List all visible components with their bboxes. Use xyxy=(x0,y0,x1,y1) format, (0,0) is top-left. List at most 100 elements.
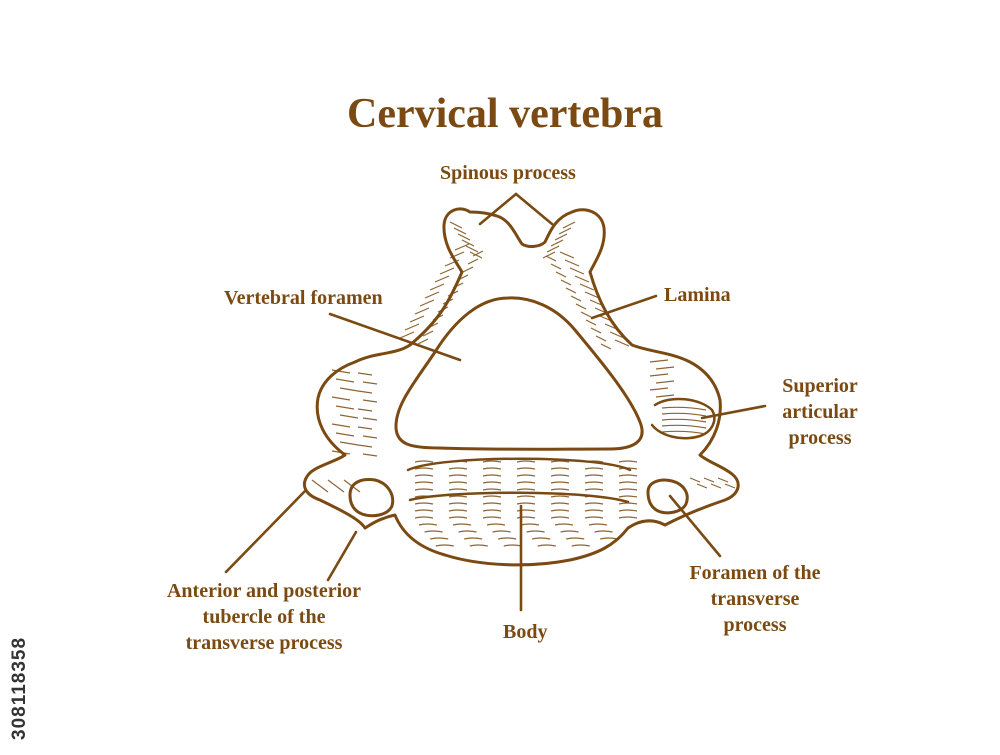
hatch-stroke xyxy=(472,250,484,257)
hatch-stroke xyxy=(414,509,434,512)
hatch-stroke xyxy=(357,372,373,376)
hatch-stroke xyxy=(414,307,430,315)
hatch-stroke xyxy=(584,467,604,470)
hatch-stroke xyxy=(550,263,562,270)
hatch-stroke xyxy=(516,460,536,463)
label-superior-line-2: articular xyxy=(782,401,858,423)
hatch-stroke xyxy=(439,267,455,275)
hatch-stroke xyxy=(482,509,502,512)
hatch-stroke xyxy=(335,405,355,410)
label-tubercle-line-1: Anterior and posterior xyxy=(166,580,362,602)
label-foramen-transverse-process: Foramen of the transverse process xyxy=(670,560,840,638)
hatch-stroke xyxy=(492,530,511,533)
hatch-stroke xyxy=(584,495,604,498)
hatch-stroke xyxy=(584,509,604,512)
leader-foramen-transverse xyxy=(668,494,722,558)
hatch-stroke xyxy=(550,460,570,463)
hatch-stroke xyxy=(404,323,420,331)
hatch-stroke xyxy=(448,488,468,491)
hatch-stroke xyxy=(609,331,625,339)
hatch-stroke xyxy=(482,474,502,477)
leader-spinous-left xyxy=(478,192,518,226)
hatch-stroke xyxy=(554,233,568,241)
hatch-stroke xyxy=(362,381,378,385)
hatch-stroke xyxy=(571,544,590,547)
hatch-stroke xyxy=(448,467,468,470)
hatch-stroke xyxy=(452,523,472,526)
hatch-stroke xyxy=(550,502,570,505)
hatch-stroke xyxy=(585,319,597,326)
label-vertebral-foramen: Vertebral foramen xyxy=(224,287,383,309)
hatch-stroke xyxy=(399,331,415,339)
leader-spinous-right xyxy=(514,192,554,226)
label-foramen-line-1: Foramen of the xyxy=(689,562,821,584)
hatch-stroke xyxy=(516,516,536,519)
hatch-stroke xyxy=(558,227,572,235)
hatch-stroke xyxy=(482,516,502,519)
hatch-stroke xyxy=(442,298,454,305)
hatch-stroke xyxy=(565,287,577,294)
hatch-stroke xyxy=(520,523,540,526)
hatch-stroke xyxy=(448,495,468,498)
leader-vertebral-foramen xyxy=(328,312,462,362)
hatch-stroke xyxy=(649,373,669,377)
hatch-stroke xyxy=(457,274,469,281)
hatch-stroke xyxy=(311,479,321,487)
hatch-stroke xyxy=(327,479,337,487)
hatch-stroke xyxy=(362,435,378,439)
hatch-stroke xyxy=(661,418,707,423)
label-anterior-posterior-tubercle: Anterior and posterior tubercle of the t… xyxy=(144,578,384,656)
hatch-stroke xyxy=(724,483,736,489)
hatch-stroke xyxy=(339,441,359,446)
hatch-stroke xyxy=(482,460,502,463)
hatch-stroke xyxy=(555,271,567,278)
hatch-stroke xyxy=(569,267,585,275)
label-body: Body xyxy=(503,621,548,643)
hatch-stroke xyxy=(482,467,502,470)
hatch-stroke xyxy=(516,474,536,477)
hatch-stroke xyxy=(465,245,479,253)
hatch-stroke xyxy=(550,481,570,484)
hatch-stroke xyxy=(434,275,450,283)
hatch-stroke xyxy=(550,488,570,491)
hatch-stroke xyxy=(462,266,474,273)
hatch-stroke xyxy=(562,221,576,229)
hatch-stroke xyxy=(357,426,373,430)
hatch-stroke xyxy=(357,444,373,448)
hatch-stroke xyxy=(566,537,585,540)
hatch-stroke xyxy=(655,394,675,398)
hatch-stroke xyxy=(362,453,378,457)
hatch-stroke xyxy=(448,474,468,477)
hatch-stroke xyxy=(550,516,570,519)
hatch-stroke xyxy=(357,390,373,394)
hatch-stroke xyxy=(331,423,351,428)
hatch-stroke xyxy=(550,509,570,512)
left-transverse-foramen xyxy=(348,478,395,518)
hatch-stroke xyxy=(516,502,536,505)
hatch-stroke xyxy=(516,495,536,498)
label-tubercle-line-3: transverse process xyxy=(185,632,343,654)
hatch-stroke xyxy=(414,467,434,470)
hatch-stroke xyxy=(448,516,468,519)
hatch-stroke xyxy=(559,251,575,259)
hatch-stroke xyxy=(542,251,556,259)
label-superior-line-1: Superior xyxy=(782,375,858,397)
label-superior-articular-process: Superior articular process xyxy=(770,373,870,451)
leader-tubercle-1 xyxy=(224,488,308,574)
diagram-title: Cervical vertebra xyxy=(346,91,663,137)
hatch-stroke xyxy=(467,258,479,265)
stock-id-text: 308118358 xyxy=(9,636,30,740)
hatch-stroke xyxy=(526,530,545,533)
hatch-stroke xyxy=(595,335,607,342)
hatch-stroke xyxy=(516,488,536,491)
hatch-stroke xyxy=(696,483,708,489)
label-spinous-process: Spinous process xyxy=(440,162,576,184)
hatch-stroke xyxy=(618,502,638,505)
hatch-stroke xyxy=(600,537,619,540)
hatch-stroke xyxy=(331,396,351,401)
hatch-stroke xyxy=(469,544,488,547)
hatch-stroke xyxy=(584,291,600,299)
hatch-stroke xyxy=(429,283,445,291)
